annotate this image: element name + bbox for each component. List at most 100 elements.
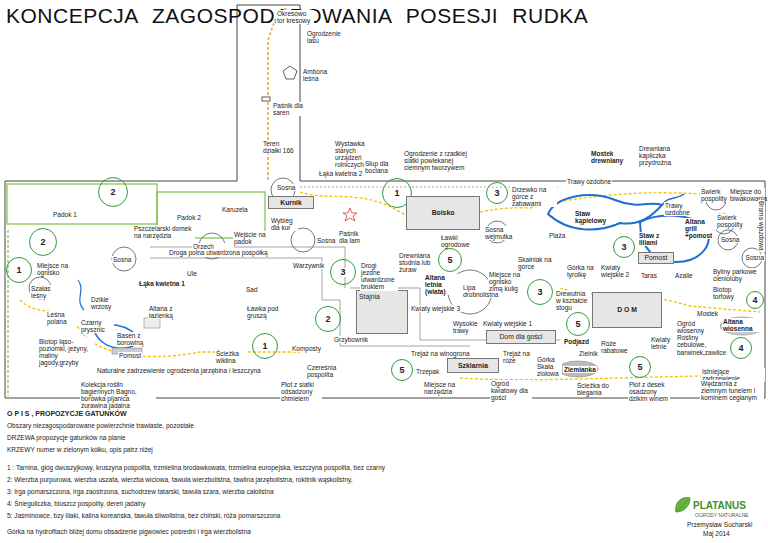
node-label: 2	[324, 315, 331, 324]
shrub-group-circle: 5	[391, 359, 413, 381]
node-label: 3	[536, 288, 543, 297]
building-box: Szklarnia	[447, 358, 499, 373]
node-label: Kurnik	[280, 199, 302, 206]
node-label: 4	[737, 344, 744, 353]
legend-note: O P I S , PROPOZYCJE GATUNKÓW	[6, 410, 128, 418]
node-label: 5	[398, 366, 405, 375]
map-label: Staw z liliami	[638, 232, 670, 246]
map-label: Płot z siatki odsadzony chmielem	[280, 381, 322, 402]
map-label: Mostek drewniany	[590, 150, 632, 164]
legend-note: Przemysław Sucharski	[686, 521, 753, 528]
map-label: Ule	[186, 270, 198, 277]
node-label: 3	[339, 268, 346, 277]
map-label: Komposty	[291, 345, 322, 352]
map-label: Słup dla bociana	[364, 160, 400, 174]
map-label: Wysokie trawy	[452, 320, 480, 334]
map-label: Trejaż na winogrona	[410, 350, 471, 357]
map-label: Drzewko na górce z zabawami	[511, 186, 557, 207]
map-label: Ławki ogrodowe	[440, 234, 474, 248]
map-label: Sosna	[720, 236, 740, 243]
map-label: Trejaż na róże	[502, 350, 534, 364]
shrub-group-circle: 4	[746, 291, 764, 309]
map-label: Droga polna utwardzona pospółką	[168, 249, 269, 256]
legend-note: 4: Śnieguliczka, bluszcz pospolity, dere…	[6, 500, 147, 507]
legend-note: OGRODY NATURALNE	[694, 513, 749, 519]
node-label: 5	[636, 363, 643, 372]
legend-note: DRZEWA propozycje gatunków na planie	[6, 434, 127, 441]
map-label: Grzybownik	[333, 336, 369, 343]
map-label: Kwiaty letnie	[650, 336, 676, 350]
legend-note: Obszary niezagospodarowane powierzchnie …	[6, 422, 195, 429]
map-label: Paśnik dla lam	[338, 230, 368, 244]
map-label: Leśna polana	[46, 311, 78, 325]
map-label: Sosna	[112, 256, 132, 263]
bath-gazebo	[144, 318, 160, 328]
map-label: Taras	[640, 272, 658, 279]
map-label: Sad	[245, 286, 259, 293]
logo-leaf	[676, 498, 690, 512]
map-label: Górka na tyrolkę	[566, 264, 598, 278]
shrub-group-circle: 2	[315, 306, 341, 332]
node-label: 5	[574, 320, 581, 329]
map-label: Ścieżka do biegania	[576, 382, 614, 396]
shrub-group-circle: 4	[730, 337, 752, 359]
map-label: Biotop torfowy	[712, 286, 746, 300]
node-label: 1	[15, 266, 22, 275]
map-label: Kolekcja roślin bagiennych Bagno, borówk…	[80, 381, 156, 410]
map-label: Sosna wejmutka	[484, 226, 516, 240]
shrub-group-circle: 3	[330, 259, 356, 285]
map-label: Brama wjazdowa	[758, 200, 765, 252]
map-label: Trzepak	[415, 368, 440, 375]
map-label: Podjazd	[563, 338, 590, 345]
map-label: Kwiaty wiejskie 1	[482, 320, 533, 327]
building-box: Kurnik	[268, 196, 314, 209]
map-label: Staw kąpielowy	[574, 210, 616, 224]
map-label: Miejsce na ognisko	[36, 262, 78, 276]
map-label: Szałas leśny	[30, 285, 56, 299]
map-label: Drewniana studnia lub żuraw	[398, 252, 436, 273]
map-label: Plaża	[548, 232, 566, 239]
map-label: Ogród wiosenny Rośliny cebulowe, barwine…	[676, 320, 720, 356]
map-label: Ławka pod gruszą	[246, 305, 284, 319]
node-label: Dom dla gości	[499, 333, 542, 340]
map-label: Ziemianka	[563, 366, 597, 373]
shrub-group-circle: 3	[613, 236, 635, 258]
node-label: Pomost	[644, 254, 667, 261]
node-label: D O M	[617, 306, 637, 313]
wild-stream	[78, 280, 84, 310]
tree	[112, 247, 136, 271]
map-label: Sosna	[745, 254, 765, 261]
map-label: Drogi jezdne utwardzone brukiem	[360, 262, 398, 291]
map-label: Górka Skała ziołowa	[536, 356, 562, 377]
building-box: Dom dla gości	[486, 330, 556, 344]
building-box: Pomost	[638, 252, 674, 264]
map-label: Czarny prysznic	[80, 319, 114, 333]
shrub-group-circle: 2	[29, 228, 57, 256]
shrub-group-circle: 1	[252, 333, 278, 359]
map-label: Wędzarnia z ziemnym tunelem i kominem ce…	[700, 380, 764, 401]
map-label: Azalie	[674, 272, 694, 279]
logo-text: PLATANUS	[692, 500, 747, 511]
map-label: Kwiaty wiejskie 2	[600, 264, 632, 278]
node-label: 3	[493, 189, 500, 198]
legend-note: 1 : Tarnina, głóg dwuszyjkowy, kruszyna …	[6, 464, 386, 471]
property-boundary	[5, 5, 765, 398]
map-label: Mostek	[696, 310, 719, 317]
shrub-group-circle: 3	[486, 182, 508, 204]
map-label: Trawy ozdobne	[566, 178, 612, 185]
map-label: Karuzela	[221, 206, 249, 213]
map-label: Łąka kwietna 1	[138, 280, 186, 287]
legend-note: 3: Irga pomarszczona, irga zaostrzona, s…	[6, 488, 275, 495]
map-label: Świerk pospolity	[716, 214, 746, 228]
node-label: 3	[620, 243, 627, 252]
map-label: Sosna	[316, 237, 336, 244]
shrub-group-circle: 3	[527, 279, 553, 305]
map-label: Drewniana kapliczka przydrożna	[638, 145, 684, 166]
map-label: Skałniak na górce	[517, 256, 553, 270]
map-label: Wejście na padok	[233, 231, 269, 245]
map-label: Miejsce na ognisko zimą kulig	[488, 271, 526, 292]
map-label: Basen z borowiną	[116, 332, 150, 346]
node-label: 5	[446, 256, 453, 265]
stork-pole	[343, 208, 357, 221]
